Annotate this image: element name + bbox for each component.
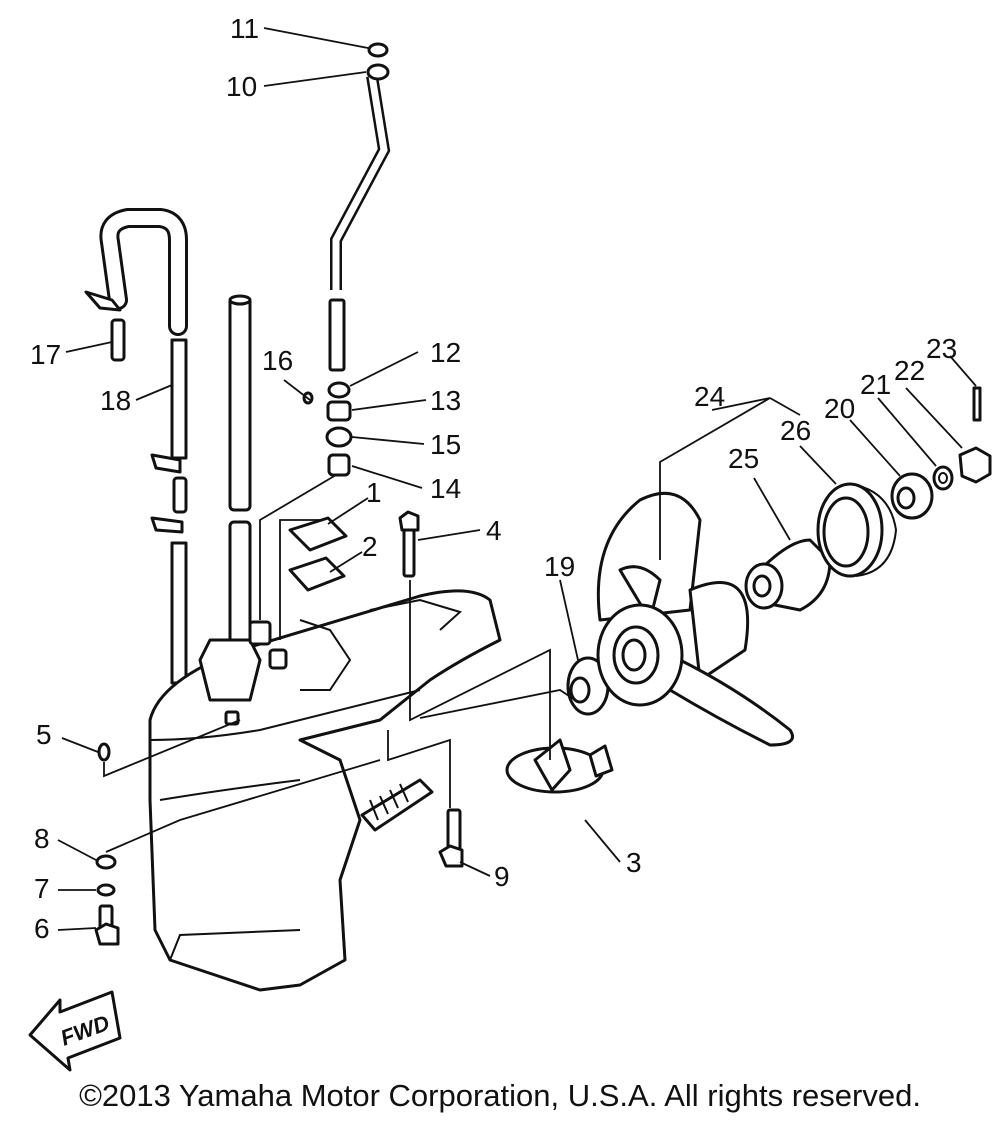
callout-16: 16 (262, 345, 293, 376)
callout-23: 23 (926, 333, 957, 364)
callout-4: 4 (486, 515, 502, 546)
plate-part-1 (288, 516, 348, 552)
callout-6: 6 (34, 913, 50, 944)
callout-labels: 11 10 16 12 13 15 14 17 18 1 2 4 19 5 8 … (30, 13, 957, 944)
callout-10: 10 (226, 71, 257, 102)
callout-11: 11 (230, 13, 259, 44)
callout-20: 20 (824, 393, 855, 424)
washer-part-20 (890, 472, 934, 520)
tube-clip (150, 453, 182, 474)
part-14 (327, 453, 351, 477)
callout-22: 22 (894, 355, 925, 386)
drive-shaft (228, 294, 252, 654)
shift-rod (328, 75, 391, 372)
bolt-part-6 (94, 904, 120, 946)
washer-part-8 (95, 854, 117, 870)
bolt-part-4 (398, 510, 420, 578)
callout-17: 17 (30, 339, 61, 370)
callout-2: 2 (362, 531, 378, 562)
part-13 (326, 400, 352, 422)
callout-14: 14 (430, 473, 461, 504)
fwd-arrow: FWD (28, 990, 122, 1072)
callout-13: 13 (430, 385, 461, 416)
washer-part-21 (932, 465, 954, 491)
ring-part-26 (816, 482, 898, 578)
part-12 (327, 381, 351, 399)
anode-part-3 (505, 738, 614, 794)
tube-clip-lower (150, 516, 184, 534)
callout-21: 21 (860, 369, 891, 400)
cotter-pin-part-23 (972, 386, 982, 422)
callout-12: 12 (430, 337, 461, 368)
bolt-part-9 (438, 808, 464, 868)
plate-part-2 (288, 556, 346, 592)
washer-part-11 (367, 42, 389, 58)
callout-8: 8 (34, 823, 50, 854)
callout-19: 19 (544, 551, 575, 582)
grommet-part-17 (84, 290, 126, 362)
tube-joint (172, 476, 188, 514)
callout-15: 15 (430, 429, 461, 460)
callout-9: 9 (494, 861, 510, 892)
grommet-part-10 (366, 63, 390, 81)
callout-5: 5 (36, 719, 52, 750)
callout-18: 18 (100, 385, 131, 416)
callout-26: 26 (780, 415, 811, 446)
callout-25: 25 (728, 443, 759, 474)
callout-3: 3 (626, 847, 642, 878)
nut-part-22 (958, 446, 992, 484)
part-15 (325, 426, 353, 448)
callout-1: 1 (366, 477, 382, 508)
spacer-part-25 (744, 538, 832, 612)
callout-24: 24 (694, 381, 725, 412)
assembly-lines (103, 474, 576, 853)
callout-leaders (57, 27, 977, 931)
pin-part-5 (97, 742, 111, 762)
propeller-part-24 (596, 491, 794, 747)
washer-part-7 (96, 883, 116, 897)
copyright-notice: ©2013 Yamaha Motor Corporation, U.S.A. A… (79, 1078, 921, 1113)
lower-casing (148, 589, 502, 992)
water-tube (99, 208, 188, 685)
callout-7: 7 (34, 873, 50, 904)
